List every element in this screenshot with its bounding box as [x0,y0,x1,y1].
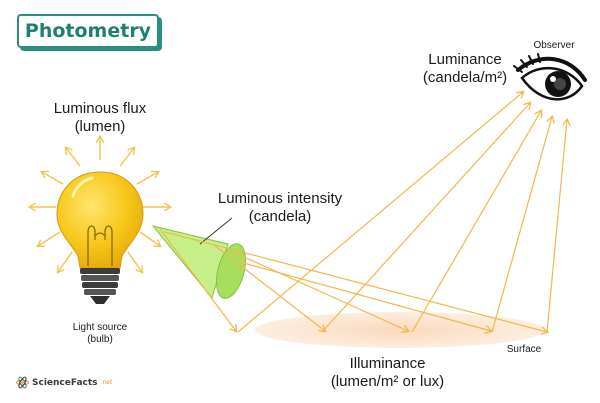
illuminance-label: Illuminance (lumen/m² or lux) [300,355,475,391]
light-bulb [56,171,144,304]
bulb-ray [66,148,81,167]
incident-ray [213,244,325,331]
incident-ray [239,261,491,331]
luminous-intensity-text: Luminous intensity [217,190,343,207]
illuminance-text: Illuminance [349,355,426,372]
surface-label: Surface [506,344,542,355]
bulb-ray [139,231,160,246]
luminous-flux-unit: (lumen) [74,118,126,135]
intensity-cone [151,225,246,300]
bulb-ray [127,251,142,272]
reflected-ray [411,111,541,333]
incident-ray [164,231,547,332]
bulb-ray [42,172,64,185]
reflected-rays [237,92,567,333]
luminous-flux-text: Luminous flux [53,100,147,117]
logo-name: ScienceFacts [32,377,98,388]
luminous-intensity-label: Luminous intensity (candela) [195,190,365,226]
light-source-text: Light source [72,322,128,333]
sciencefacts-logo: ScienceFacts .net [16,376,112,389]
incident-ray [232,251,408,331]
logo-suffix: .net [100,379,113,386]
reflected-ray [237,92,523,333]
bulb-ray [58,251,73,272]
illuminance-unit: (lumen/m² or lux) [330,373,445,390]
illuminated-surface [255,312,545,348]
incident-ray [159,228,236,331]
bulb-rays [30,137,170,272]
atom-icon [16,376,29,389]
incident-rays [159,228,547,332]
bulb-ray [119,148,134,167]
bulb-ray [38,231,61,246]
light-source-label: Light source (bulb) [58,322,142,346]
bulb-ray [136,172,158,185]
intensity-pointer-line [199,217,233,245]
observer-label: Observer [533,40,575,51]
reflected-ray [546,120,567,333]
reflected-ray [491,117,552,333]
light-source-detail: (bulb) [87,334,113,345]
luminous-flux-label: Luminous flux (lumen) [30,100,170,136]
luminous-intensity-unit: (candela) [248,208,312,225]
luminance-unit: (candela/m²) [422,69,508,86]
luminance-text: Luminance [428,51,502,68]
luminance-label: Luminance (candela/m²) [405,51,525,87]
title-badge: Photometry [17,14,159,48]
diagram-title: Photometry [24,20,152,42]
observer-eye-icon [513,53,587,101]
reflected-ray [321,103,530,333]
